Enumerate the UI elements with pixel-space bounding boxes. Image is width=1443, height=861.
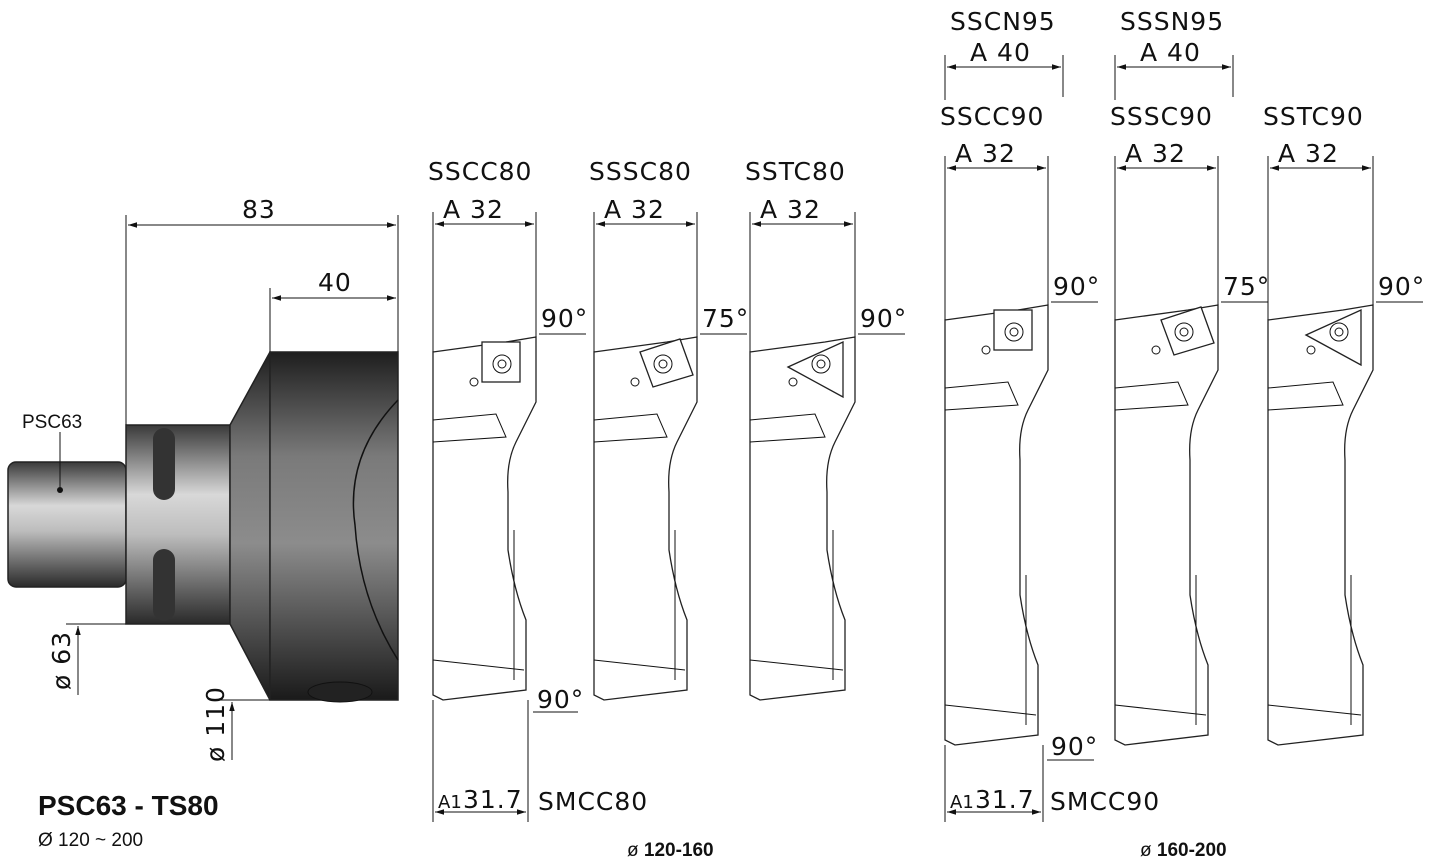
tool-angle: 75° — [702, 304, 749, 333]
tool-name: SSSC90 — [1110, 102, 1213, 131]
blade-step — [749, 413, 826, 443]
tool-alt-name: SSSN95 — [1120, 7, 1224, 36]
tool-name: SSCC90 — [940, 102, 1044, 131]
holder-range: Ø 120 ~ 200 — [38, 830, 143, 851]
dim-length: 83 — [242, 195, 276, 224]
group-range-1: ø 120-160 — [627, 840, 714, 861]
tool-dim: A 32 — [1278, 139, 1339, 168]
tool-1: 90° A 32 SSCC80 — [428, 157, 588, 701]
bottom-tool-name: SMCC90 — [1050, 787, 1160, 816]
tool-alt-dim: A 40 — [1140, 38, 1201, 67]
head-body — [269, 351, 399, 701]
screw-icon — [1174, 322, 1194, 342]
tool-dim: A 32 — [955, 139, 1016, 168]
tool-angle: 90° — [1378, 272, 1425, 301]
blade-outline — [749, 336, 856, 701]
tool-angle: 75° — [1223, 272, 1270, 301]
bottom-angle: 90° — [537, 685, 584, 714]
pin-icon — [1306, 345, 1316, 355]
blade-lower-edge — [1114, 704, 1207, 716]
pin-icon — [1151, 345, 1161, 355]
head-hole — [307, 681, 373, 703]
screw-icon — [811, 354, 831, 374]
insert-triangle-icon — [1304, 308, 1362, 367]
pin-icon — [788, 377, 798, 387]
tool-dim: A 32 — [604, 195, 665, 224]
group-range-2: ø 160-200 — [1140, 840, 1227, 861]
tool-name: SSSC80 — [589, 157, 692, 186]
bottom-angle: 90° — [1051, 732, 1098, 761]
head-cone — [229, 351, 271, 701]
slot-upper — [153, 428, 175, 500]
bottom-dim-group-2: A1 31.7 SMCC90 90° — [944, 732, 1160, 822]
shank-label: PSC63 — [22, 412, 82, 433]
dim-head: 40 — [318, 268, 352, 297]
blade-outline — [432, 336, 537, 701]
blade-outline — [1267, 304, 1374, 746]
pin-icon — [630, 377, 640, 387]
bottom-dim-group-1: A1 31.7 SMCC80 90° — [432, 685, 648, 822]
tool-dim: A 32 — [760, 195, 821, 224]
head-arc — [352, 399, 399, 661]
screw-icon — [492, 354, 512, 374]
blade-step — [593, 413, 668, 443]
bottom-dim-value: 31.7 — [463, 785, 523, 814]
tool-3: 90° A 32 SSTC80 — [745, 157, 907, 701]
tool-alt-dim: A 40 — [970, 38, 1031, 67]
dia-head: ø 110 — [201, 686, 230, 762]
blade-step — [944, 381, 1019, 411]
tool-name: SSTC90 — [1263, 102, 1364, 131]
blade-lower-edge — [1267, 704, 1362, 716]
tool-2: 75° A 32 SSSC80 — [589, 157, 749, 701]
tool-dim: A 32 — [443, 195, 504, 224]
tool-name: SSTC80 — [745, 157, 846, 186]
tool-angle: 90° — [1053, 272, 1100, 301]
blade-lower-edge — [593, 659, 686, 671]
blade-outline — [1114, 304, 1219, 746]
shank-flange — [125, 424, 231, 625]
holder-title: PSC63 - TS80 — [38, 790, 219, 821]
blade-lower-edge — [944, 704, 1037, 716]
blade-step — [1114, 381, 1189, 411]
shank-body — [7, 461, 127, 588]
pin-icon — [981, 345, 991, 355]
screw-icon — [1004, 322, 1024, 342]
screw-icon — [653, 354, 673, 374]
tool-angle: 90° — [541, 304, 588, 333]
insert-triangle-icon — [786, 340, 844, 399]
bottom-a1-label: A1 — [438, 792, 462, 813]
blade-step — [432, 413, 507, 443]
blade-outline — [593, 336, 698, 701]
blade-step — [1267, 381, 1344, 411]
bottom-tool-name: SMCC80 — [538, 787, 648, 816]
tool-dim: A 32 — [1125, 139, 1186, 168]
insert-square-icon — [481, 341, 521, 383]
bottom-dim-value: 31.7 — [975, 785, 1035, 814]
insert-square-icon — [993, 309, 1033, 351]
blade-outline — [944, 304, 1049, 746]
tool-angle: 90° — [860, 304, 907, 333]
screw-icon — [1329, 322, 1349, 342]
tool-alt-name: SSCN95 — [950, 7, 1056, 36]
blade-lower-edge — [432, 659, 525, 671]
tool-name: SSCC80 — [428, 157, 532, 186]
bottom-a1-label: A1 — [950, 792, 974, 813]
tool-6: 90° A 32 SSTC90 — [1263, 102, 1425, 746]
pin-icon — [469, 377, 479, 387]
dia-shank: ø 63 — [47, 631, 76, 690]
slot-lower — [153, 549, 175, 621]
holder-assembly: PSC63 83 40 ø 63 ø 110 PSC63 - TS80 Ø 12… — [7, 195, 399, 851]
blade-lower-edge — [749, 659, 844, 671]
